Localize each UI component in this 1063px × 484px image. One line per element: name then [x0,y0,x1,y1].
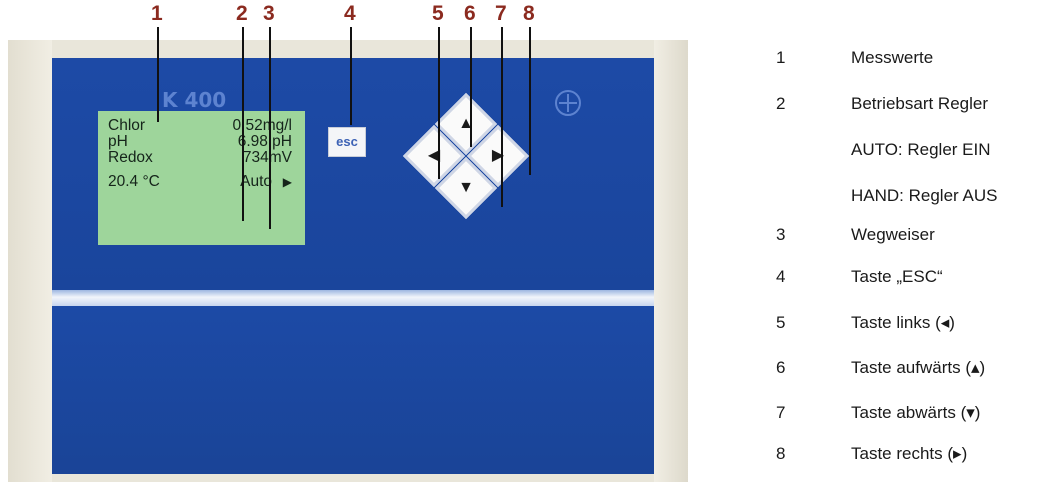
leader-line-4 [350,27,352,125]
legend-text: Taste „ESC“ [851,267,943,287]
callout-8: 8 [523,2,535,26]
legend-num: 5 [776,313,785,333]
lcd-row-redox: Redox 734mV [108,149,292,167]
lcd-display: Chlor 0.52mg/l pH 6.98 pH Redox 734mV 20… [98,111,305,245]
legend-num: 2 [776,94,785,114]
callout-6: 6 [464,2,476,26]
lcd-value: 734mV [243,149,292,167]
legend-num: 7 [776,403,785,423]
legend-num: 4 [776,267,785,287]
legend-text: Wegweiser [851,225,935,245]
callout-4: 4 [344,2,356,26]
legend-text: Taste aufwärts (▴) [851,358,985,378]
brand-logo [555,90,581,116]
legend-text: HAND: Regler AUS [851,186,997,206]
front-panel-bottom [52,306,654,474]
leader-line-7 [501,27,503,207]
legend-num: 3 [776,225,785,245]
legend-text: Messwerte [851,48,933,68]
lcd-temperature: 20.4 °C [108,173,160,191]
legend-text: AUTO: Regler EIN [851,140,991,160]
lcd-label: Redox [108,149,153,167]
panel-divider [52,290,654,306]
controller-device: K 400 Chlor 0.52mg/l pH 6.98 pH Redox 73… [8,40,688,482]
legend-num: 1 [776,48,785,68]
legend-num: 6 [776,358,785,378]
callout-3: 3 [263,2,275,26]
callout-7: 7 [495,2,507,26]
leader-line-5 [438,27,440,179]
legend-text: Betriebsart Regler [851,94,988,114]
leader-line-2 [242,27,244,221]
callout-5: 5 [432,2,444,26]
legend-text: Taste rechts (▸) [851,444,967,464]
lcd-mode: Auto [240,173,272,191]
leader-line-3 [269,27,271,229]
right-bezel [654,40,688,482]
esc-button[interactable]: esc [328,127,366,157]
left-bezel [8,40,52,482]
legend-num: 8 [776,444,785,464]
pointer-icon: ▶ [283,173,292,191]
lcd-row-status: 20.4 °C Auto ▶ [108,173,292,191]
leader-line-1 [157,27,159,122]
callout-2: 2 [236,2,248,26]
leader-line-6 [470,27,472,147]
legend-text: Taste links (◂) [851,313,955,333]
leader-line-8 [529,27,531,175]
model-label: K 400 [162,88,226,112]
right-arrow-icon: ▶ [479,137,517,175]
callout-1: 1 [151,2,163,26]
legend-text: Taste abwärts (▾) [851,403,980,423]
